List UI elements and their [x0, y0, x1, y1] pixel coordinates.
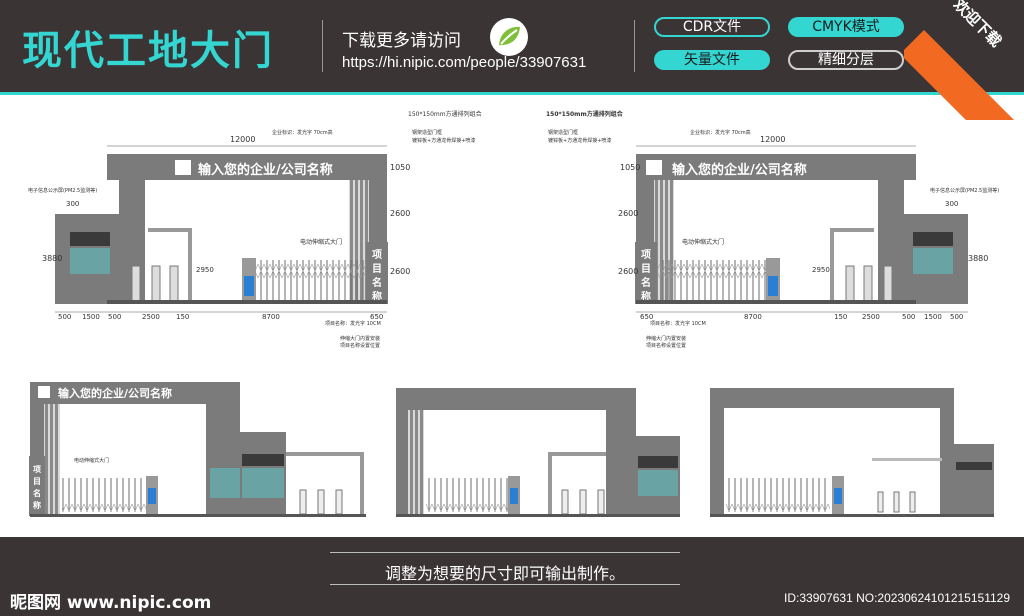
- dim-top-band-2: 1050: [620, 163, 640, 172]
- corner-badge-text: 欢迎下载: [949, 0, 1006, 51]
- dim-booth-top-1: 300: [66, 200, 79, 208]
- dim-gate-clear-2: 2950: [812, 266, 830, 274]
- dim-booth-2: 3880: [968, 254, 988, 263]
- dim-lower-1: 2600: [390, 267, 410, 276]
- nipic-leaf-logo-icon: [490, 18, 528, 56]
- dim-b3: 500: [108, 313, 121, 321]
- footer-bar: [0, 537, 1024, 616]
- note-gate-a-2: 伸缩大门内置安装: [646, 335, 686, 342]
- p1-char-1: 项: [33, 465, 41, 474]
- gate-elevation-drawings: 输入您的企业/公司名称 项 目 名 称 12000 1050 2600 2600…: [28, 110, 999, 517]
- elevation-front-left: 输入您的企业/公司名称 项 目 名 称 12000 1050 2600 2600…: [28, 110, 482, 349]
- dim-total-width-2: 12000: [760, 135, 785, 144]
- dim-r4: 2500: [862, 313, 880, 321]
- note-project-sign-2: 项目名称：发光字 10CM: [650, 320, 706, 327]
- project-char-r3: 名: [641, 276, 651, 289]
- note-electric-gate-1: 电动伸缩式大门: [300, 238, 342, 246]
- note-pipe-2: 150*150mm方通排列组合: [546, 110, 624, 118]
- p1-char-2: 目: [33, 477, 41, 486]
- dim-total-width-1: 12000: [230, 135, 255, 144]
- dim-r2: 8700: [744, 313, 762, 321]
- p1-gate-note: 电动伸缩式大门: [74, 457, 109, 464]
- dim-r1: 650: [640, 313, 653, 321]
- dim-booth-top-2: 300: [945, 200, 958, 208]
- company-name-sign-1: 输入您的企业/公司名称: [198, 162, 333, 178]
- note-screen-2: 电子信息公示屏(PM2.5监测等): [930, 187, 999, 194]
- dim-top-band-1: 1050: [390, 163, 410, 172]
- dim-lower-2: 2600: [618, 267, 638, 276]
- note-frame-a: 钢架造型门框: [412, 129, 442, 136]
- note-electric-gate-2: 电动伸缩式大门: [682, 238, 724, 246]
- project-char-2: 目: [372, 263, 382, 275]
- project-char-1: 项: [372, 249, 382, 261]
- note-pipe-1: 150*150mm方通排列组合: [408, 110, 482, 118]
- perspective-view-1: 输入您的企业/公司名称 项 目 名 称 电动伸缩式大门: [29, 382, 366, 517]
- dim-r3: 150: [834, 313, 847, 321]
- project-char-4: 称: [372, 290, 382, 303]
- dim-r7: 500: [950, 313, 963, 321]
- download-text: 下载更多请访问: [342, 31, 461, 51]
- note-sign-2: 企业标识：发光字 70cm高: [690, 129, 751, 136]
- dim-b6: 8700: [262, 313, 280, 321]
- dim-mid-1: 2600: [390, 209, 410, 218]
- company-name-sign-3: 输入您的企业/公司名称: [58, 386, 172, 400]
- elevation-front-right: 输入您的企业/公司名称 项 目 名 称 12000 1050 2600 2600…: [546, 110, 999, 349]
- dim-r6: 1500: [924, 313, 942, 321]
- header-divider: [322, 20, 323, 72]
- project-char-r4: 称: [641, 290, 651, 303]
- dim-b5: 150: [176, 313, 189, 321]
- header-accent-line: [0, 92, 1024, 95]
- note-frame-b2: 镀锌板+方通龙骨焊接+喷漆: [548, 137, 611, 144]
- footer-caption: 调整为想要的尺寸即可输出制作。: [384, 564, 625, 583]
- note-screen-1: 电子信息公示屏(PM2.5监测等): [28, 187, 97, 194]
- note-gate-b-1: 项目名称设置位置: [340, 342, 380, 349]
- p1-char-4: 称: [33, 500, 41, 510]
- nipic-brand[interactable]: 昵图网 www.nipic.com: [10, 593, 212, 613]
- dim-b7: 650: [370, 313, 383, 321]
- perspective-view-3: [710, 388, 994, 517]
- tag-layers: 精细分层: [788, 50, 904, 70]
- project-char-3: 名: [372, 276, 382, 289]
- dim-gate-clear-1: 2950: [196, 266, 214, 274]
- note-gate-b-2: 项目名称设置位置: [646, 342, 686, 349]
- note-gate-a-1: 伸缩大门内置安装: [340, 335, 380, 342]
- project-char-r2: 目: [641, 263, 651, 275]
- footer-rule-top: [330, 552, 680, 553]
- tag-cdr: CDR文件: [654, 17, 770, 37]
- note-project-sign-1: 项目名称：发光字 10CM: [325, 320, 381, 327]
- note-sign-1: 企业标识：发光字 70cm高: [272, 129, 333, 136]
- dim-b1: 500: [58, 313, 71, 321]
- dim-booth-1: 3880: [42, 254, 62, 263]
- tag-cmyk: CMYK模式: [788, 17, 904, 37]
- project-char-r1: 项: [641, 249, 651, 261]
- dim-r5: 500: [902, 313, 915, 321]
- perspective-view-2: [396, 388, 680, 517]
- page-title: 现代工地大门: [22, 28, 274, 74]
- tag-vector: 矢量文件: [654, 50, 770, 70]
- note-frame-b: 镀锌板+方通龙骨焊接+喷漆: [412, 137, 475, 144]
- dim-b2: 1500: [82, 313, 100, 321]
- image-id-line: ID:33907631 NO:20230624101215151129: [784, 591, 1010, 605]
- note-frame-a2: 钢架造型门框: [548, 129, 578, 136]
- author-url[interactable]: https://hi.nipic.com/people/33907631: [342, 54, 587, 71]
- header-divider-2: [634, 20, 635, 72]
- dim-b4: 2500: [142, 313, 160, 321]
- footer-rule-bottom: [330, 584, 680, 585]
- p1-char-3: 名: [33, 488, 41, 498]
- dim-mid-2: 2600: [618, 209, 638, 218]
- company-name-sign-2: 输入您的企业/公司名称: [672, 162, 807, 178]
